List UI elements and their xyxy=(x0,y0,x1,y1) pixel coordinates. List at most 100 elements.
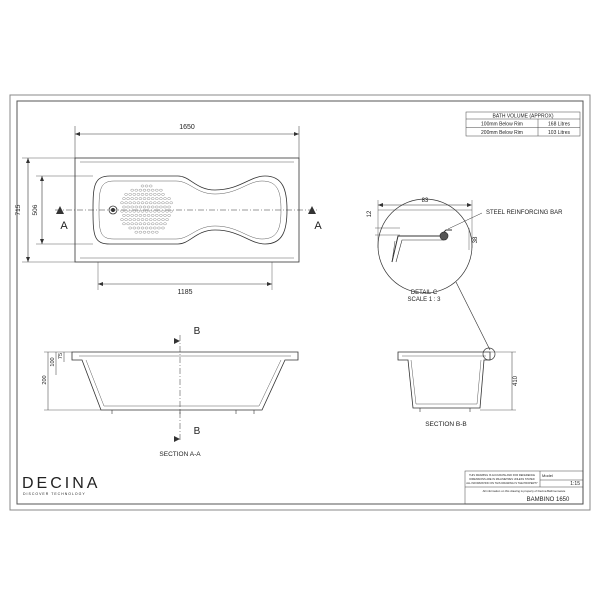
anti-slip-dot xyxy=(130,197,134,200)
anti-slip-dot xyxy=(157,209,161,213)
anti-slip-dot xyxy=(155,222,159,226)
anti-slip-dot xyxy=(128,193,132,196)
anti-slip-dot xyxy=(132,201,137,205)
anti-slip-dot xyxy=(126,205,130,209)
anti-slip-dot xyxy=(153,226,157,230)
section-marker-a-right: A xyxy=(314,220,322,232)
anti-slip-dot xyxy=(124,201,128,205)
anti-slip-dot xyxy=(120,218,124,221)
anti-slip-dot xyxy=(128,209,132,213)
anti-slip-dot xyxy=(167,197,171,200)
section-marker-b-top: B xyxy=(194,326,201,337)
anti-slip-dot xyxy=(122,197,126,200)
anti-slip-dot xyxy=(136,201,141,205)
anti-slip-dot xyxy=(150,197,155,200)
anti-slip-dot xyxy=(159,205,163,209)
anti-slip-dot xyxy=(157,201,161,205)
dim-12: 12 xyxy=(367,210,373,217)
anti-slip-dot xyxy=(155,197,159,200)
anti-slip-dot xyxy=(153,218,157,221)
anti-slip-dot xyxy=(169,209,173,213)
anti-slip-dot xyxy=(161,193,165,196)
property-notice: All information on this drawing is prope… xyxy=(483,489,566,493)
anti-slip-dot xyxy=(130,222,134,226)
sheet-border-inner xyxy=(16,100,584,505)
anti-slip-dot xyxy=(157,193,161,196)
dim-38: 38 xyxy=(473,236,479,243)
anti-slip-dot xyxy=(167,205,171,209)
anti-slip-dot xyxy=(132,226,137,230)
bath-basin xyxy=(92,175,288,245)
anti-slip-dot xyxy=(148,226,153,230)
disclaimer-line-3: ALL INFORMATION ON THIS DRAWING IS THE P… xyxy=(466,481,538,485)
anti-slip-dot xyxy=(159,214,163,217)
anti-slip-dot xyxy=(148,193,153,196)
dim-200: 200 xyxy=(42,375,48,384)
anti-slip-dot xyxy=(124,193,128,196)
anti-slip-pattern xyxy=(120,184,173,234)
anti-slip-dot xyxy=(161,209,165,213)
volume-row-2-label: 200mm Below Rim xyxy=(481,130,523,136)
section-a-a xyxy=(44,335,299,440)
plan-view xyxy=(22,126,318,290)
anti-slip-dot xyxy=(159,197,163,200)
volume-table-title: BATH VOLUME (APPROX) xyxy=(492,114,553,120)
anti-slip-dot xyxy=(163,197,167,200)
dim-410: 410 xyxy=(513,375,519,386)
section-a-a-label: SECTION A-A xyxy=(159,451,201,458)
anti-slip-dot xyxy=(150,214,155,217)
anti-slip-dot xyxy=(130,188,134,192)
anti-slip-dot xyxy=(169,201,173,205)
reinforcing-bar-label: STEEL REINFORCING BAR xyxy=(486,210,563,216)
anti-slip-dot xyxy=(132,218,137,221)
dim-506: 506 xyxy=(32,204,39,215)
anti-slip-dot xyxy=(122,205,126,209)
anti-slip-dot xyxy=(165,218,169,221)
anti-slip-dot xyxy=(155,205,159,209)
anti-slip-dot xyxy=(130,214,134,217)
section-b-b-outline xyxy=(397,351,491,409)
disclaimer-line-1: THIS DRAWING IS ACCURATE AND FOR REFEREN… xyxy=(469,473,535,477)
anti-slip-dot xyxy=(140,193,145,196)
anti-slip-dot xyxy=(167,214,171,217)
section-b-b xyxy=(397,347,516,412)
model-label: Model xyxy=(542,473,553,478)
section-arrow-left xyxy=(56,206,64,214)
anti-slip-dot xyxy=(140,209,145,213)
section-arrow-right xyxy=(308,206,316,214)
section-b-arrow-top xyxy=(174,338,180,344)
anti-slip-dot xyxy=(150,222,155,226)
brand-tagline: DISCOVER TECHNOLOGY xyxy=(23,492,86,496)
anti-slip-dot xyxy=(134,197,139,200)
section-a-a-outline xyxy=(71,351,299,411)
anti-slip-dot xyxy=(148,201,153,205)
dim-1185: 1185 xyxy=(177,289,192,296)
anti-slip-dot xyxy=(163,214,167,217)
anti-slip-dot xyxy=(148,184,153,188)
anti-slip-dot xyxy=(136,226,141,230)
anti-slip-dot xyxy=(153,201,157,205)
dim-83: 83 xyxy=(422,198,429,204)
title-block xyxy=(464,470,584,505)
section-b-b-label: SECTION B-B xyxy=(425,421,467,428)
detail-c-title: DETAIL C xyxy=(411,290,438,296)
anti-slip-dot xyxy=(155,230,159,234)
anti-slip-dot xyxy=(138,197,143,200)
brand-logo: DECINA xyxy=(22,475,100,492)
anti-slip-dot xyxy=(146,197,151,200)
anti-slip-dot xyxy=(128,218,132,221)
anti-slip-dot xyxy=(138,205,143,209)
anti-slip-dot xyxy=(153,193,157,196)
anti-slip-dot xyxy=(130,205,134,209)
anti-slip-dot xyxy=(122,214,126,217)
volume-row-1-label: 100mm Below Rim xyxy=(481,122,523,128)
anti-slip-dot xyxy=(142,188,147,192)
anti-slip-dot xyxy=(144,201,149,205)
anti-slip-dot xyxy=(146,214,151,217)
anti-slip-dot xyxy=(157,218,161,221)
anti-slip-dot xyxy=(132,193,137,196)
anti-slip-dot xyxy=(146,205,151,209)
anti-slip-dot xyxy=(140,218,145,221)
detail-c-scale: SCALE 1 : 3 xyxy=(407,297,441,303)
